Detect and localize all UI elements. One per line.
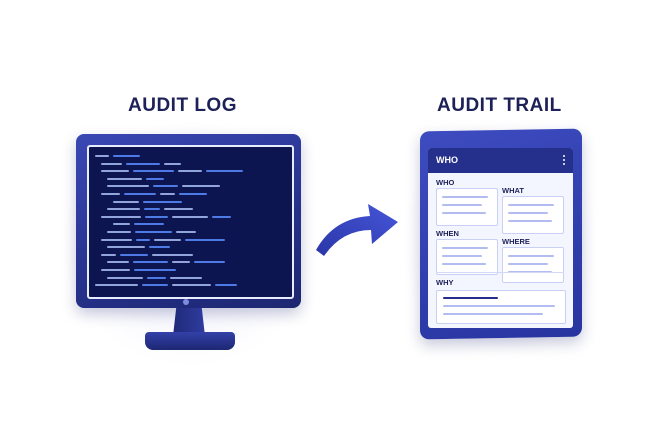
code-line	[149, 246, 170, 249]
code-log-screen	[87, 145, 294, 299]
code-line	[172, 261, 190, 264]
code-line	[134, 223, 164, 226]
code-line	[172, 284, 211, 287]
code-line	[164, 162, 181, 165]
field-box-where	[502, 247, 564, 283]
field-box-what	[502, 196, 564, 234]
code-line	[185, 238, 225, 241]
code-line	[101, 162, 122, 165]
code-line	[113, 155, 140, 157]
code-line	[113, 223, 130, 226]
code-line	[178, 170, 202, 173]
section-divider	[436, 272, 564, 273]
code-line	[101, 215, 141, 218]
audit-log-title: AUDIT LOG	[128, 95, 237, 116]
audit-trail-card: WHO WHO WHAT WHEN WHERE WHY	[428, 148, 573, 328]
code-line	[101, 170, 129, 173]
code-line	[153, 185, 178, 188]
code-line	[107, 231, 131, 233]
code-line	[160, 193, 175, 195]
kebab-menu-icon[interactable]	[563, 155, 566, 167]
code-line	[133, 261, 168, 264]
code-line	[142, 284, 168, 287]
field-label-why: WHY	[436, 278, 454, 287]
field-label-where: WHERE	[502, 237, 530, 246]
code-line	[194, 261, 225, 264]
code-line	[101, 269, 130, 271]
code-line	[120, 253, 148, 256]
code-line	[113, 200, 139, 203]
code-line	[215, 284, 237, 287]
field-box-why	[436, 290, 566, 324]
arrow-right-icon	[316, 204, 398, 256]
code-line	[101, 238, 132, 241]
code-line	[101, 193, 120, 195]
field-box-when	[436, 239, 498, 275]
code-line	[133, 170, 174, 173]
code-line	[107, 276, 143, 279]
code-line	[170, 276, 202, 279]
code-line	[164, 208, 193, 211]
code-line	[95, 284, 138, 287]
code-line	[134, 269, 176, 271]
code-line	[206, 170, 243, 173]
code-line	[152, 253, 193, 256]
code-line	[135, 231, 172, 233]
monitor-stand-base	[145, 332, 235, 350]
power-dot	[183, 299, 189, 305]
code-line	[107, 185, 149, 188]
code-line	[107, 208, 140, 211]
code-line	[126, 162, 160, 165]
code-line	[144, 208, 160, 211]
field-label-who: WHO	[436, 178, 455, 187]
code-line	[101, 253, 116, 256]
field-label-when: WHEN	[436, 229, 459, 238]
code-line	[146, 177, 164, 180]
code-line	[95, 155, 109, 157]
code-line	[107, 177, 142, 180]
card-header: WHO	[428, 148, 573, 173]
code-line	[176, 231, 196, 233]
code-line	[154, 238, 181, 241]
code-line	[172, 215, 208, 218]
field-box-who	[436, 188, 498, 226]
code-line	[179, 193, 207, 195]
code-line	[145, 215, 168, 218]
code-line	[143, 200, 182, 203]
card-header-label: WHO	[436, 155, 458, 165]
code-line	[147, 276, 166, 279]
code-line	[136, 238, 150, 241]
code-line	[212, 215, 231, 218]
code-line	[182, 185, 220, 188]
code-line	[124, 193, 156, 195]
code-line	[107, 246, 145, 249]
code-line	[107, 261, 129, 264]
audit-trail-title: AUDIT TRAIL	[437, 95, 562, 116]
field-label-what: WHAT	[502, 186, 524, 195]
monitor-stand-neck	[173, 308, 205, 336]
